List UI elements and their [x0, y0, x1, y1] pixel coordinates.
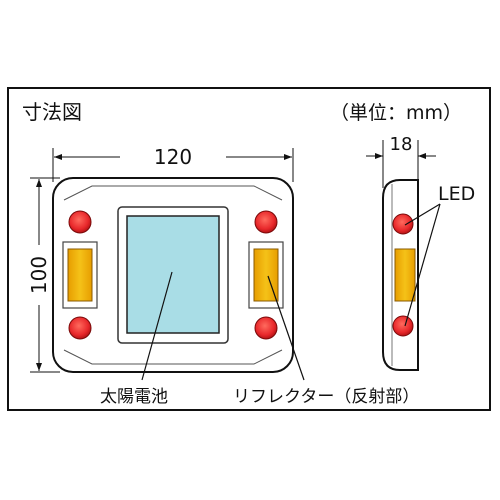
- led-front-left-top: [68, 210, 92, 234]
- depth-label: 18: [390, 134, 413, 155]
- leader-led-bottom: [404, 203, 441, 327]
- led-side-top: [392, 213, 414, 235]
- diagram-title: 寸法図: [22, 100, 82, 124]
- height-label: 100: [27, 256, 51, 294]
- width-label: 120: [154, 145, 192, 169]
- bottom-bevel: [63, 349, 283, 365]
- callouts: LED 太陽電池 リフレクター（反射部）: [100, 183, 475, 407]
- led-front-left-bottom: [68, 316, 92, 340]
- unit-label: （単位：mm）: [330, 102, 462, 124]
- leader-reflector: [267, 275, 305, 381]
- led-front-right-top: [254, 210, 278, 234]
- leader-solar: [141, 271, 173, 381]
- solar-panel: [126, 215, 220, 334]
- side-view: 18: [366, 134, 436, 371]
- leader-led-top: [404, 203, 441, 226]
- width-dimension: 120: [52, 145, 294, 182]
- led-front-right-bottom: [254, 316, 278, 340]
- reflector-side: [394, 248, 416, 302]
- reflector-left: [67, 248, 93, 302]
- height-dimension: 100: [27, 177, 60, 373]
- callout-led: LED: [438, 183, 475, 205]
- callout-reflector: リフレクター（反射部）: [233, 387, 419, 407]
- top-bevel: [63, 185, 283, 201]
- led-side-bottom: [392, 315, 414, 337]
- callout-solar: 太陽電池: [100, 387, 168, 407]
- front-view: 120 100: [27, 145, 294, 373]
